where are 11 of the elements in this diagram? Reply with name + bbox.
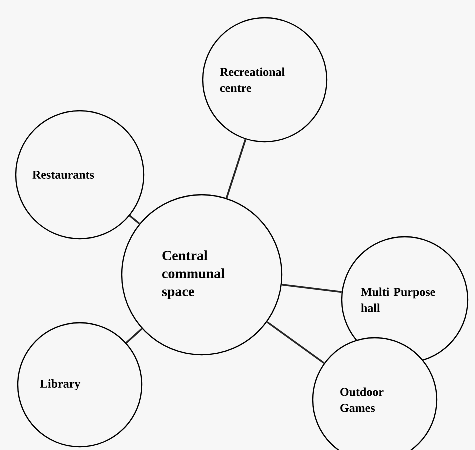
circle-node: Outdoor Games [312, 337, 438, 450]
circle-node: Recreational centre [202, 17, 328, 143]
connector-line [129, 215, 140, 225]
circle-node: Central communal space [121, 194, 283, 356]
connector-line [266, 321, 325, 364]
connector-line [226, 139, 247, 199]
connector-line [282, 284, 342, 294]
node-label: Outdoor Games [340, 388, 384, 412]
connector-line [126, 328, 143, 344]
circle-node: Restaurants [15, 110, 145, 240]
circle-node: Library [17, 322, 143, 448]
